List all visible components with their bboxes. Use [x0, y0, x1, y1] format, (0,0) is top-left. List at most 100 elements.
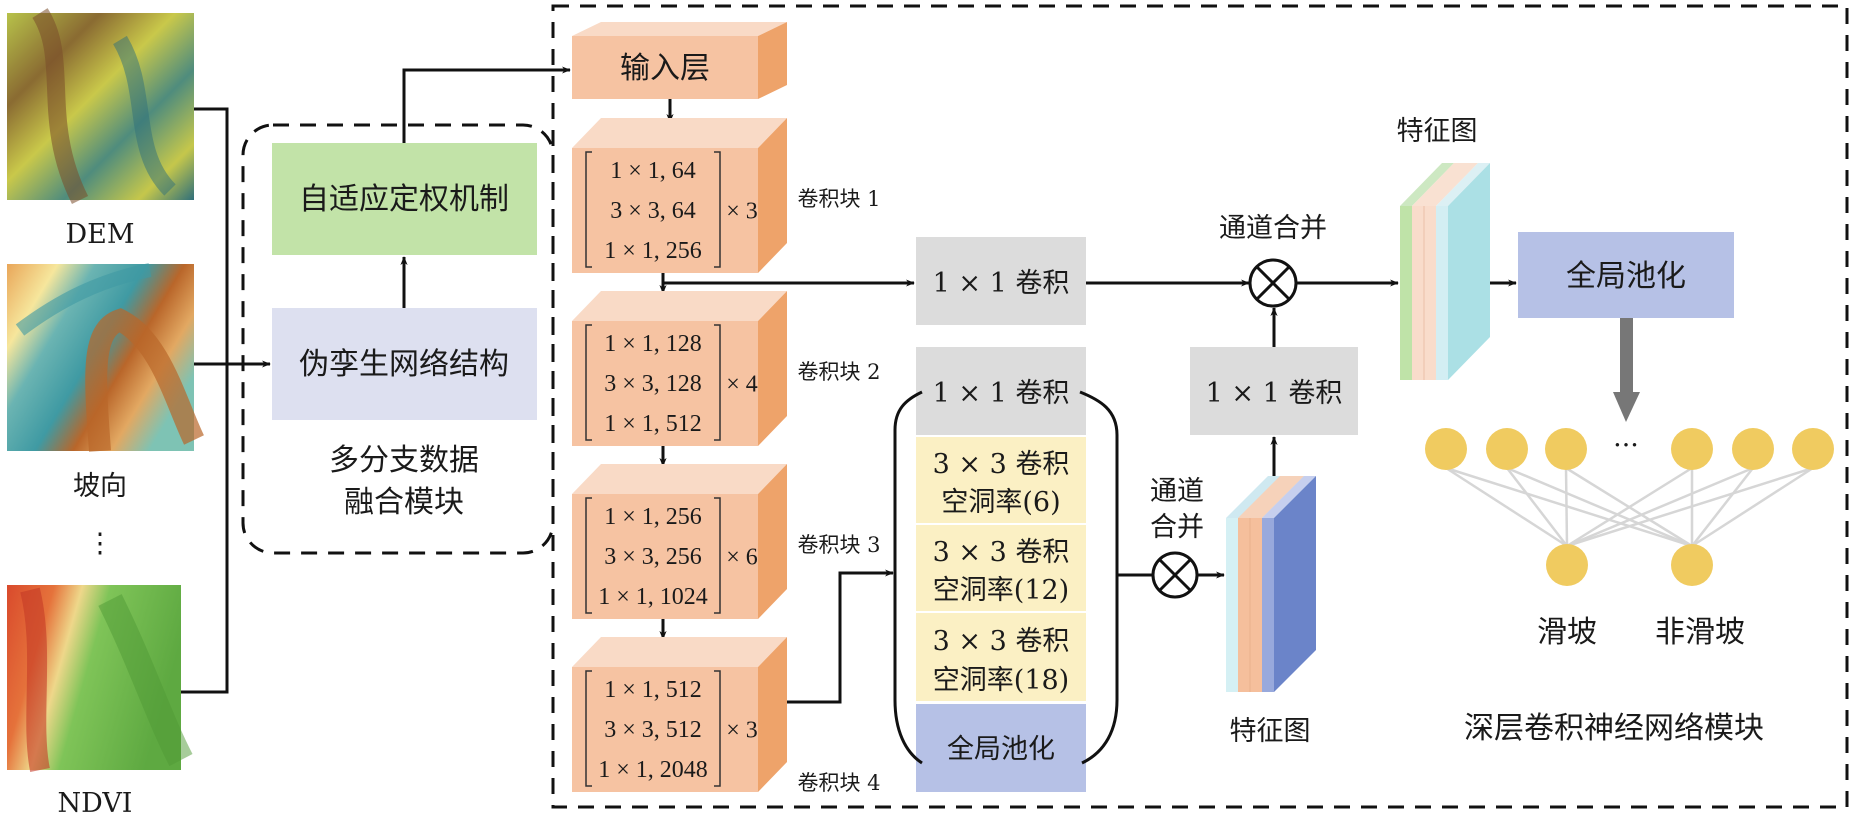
fc-connection: [1564, 467, 1569, 547]
matrix-bracket-left: [585, 497, 592, 614]
matrix-bracket-right: [714, 670, 721, 787]
aspp-atrous-18-box: [916, 613, 1086, 701]
aspp-output-conv-box: [1190, 347, 1358, 435]
classifier: ··· 滑坡 非滑坡 深层卷积神经网络模块: [1425, 428, 1834, 746]
matrix-bracket-left: [585, 151, 592, 268]
fc-connection: [1691, 466, 1814, 548]
down-arrow-icon: [1613, 318, 1640, 422]
input-layer-label: 输入层: [620, 51, 710, 86]
block-row: 1 × 1, 512: [604, 411, 702, 437]
matrix-bracket-left: [585, 670, 592, 787]
input-aspect: 坡向 ⋮: [7, 263, 204, 559]
shortcut-conv-box: [916, 237, 1086, 325]
aspp-stack: 1 × 1 卷积 3 × 3 卷积 空洞率(6) 3 × 3 卷积 空洞率(12…: [893, 347, 1119, 792]
input-connectors: [181, 107, 271, 694]
decoder-global-pool-label: 全局池化: [1566, 259, 1686, 294]
shortcut-conv: 1 × 1 卷积: [916, 237, 1086, 325]
block-row: 3 × 3, 64: [610, 198, 696, 224]
aspp-left-bracket: [893, 390, 923, 765]
block-row: 1 × 1, 1024: [598, 584, 708, 610]
input-dem: DEM: [7, 8, 194, 250]
fc-connection: [1445, 466, 1693, 548]
aspp-atrous-6-line2: 空洞率(6): [941, 487, 1060, 518]
block-label: 卷积块 3: [797, 533, 880, 557]
block-repeat: × 3: [726, 718, 758, 744]
decoder-concat: 通道合并: [1086, 213, 1399, 308]
aspp-feature-map-label: 特征图: [1230, 716, 1311, 747]
block-row: 3 × 3, 256: [604, 544, 702, 570]
input-ndvi: NDVI: [7, 585, 193, 818]
input-layer-block: 输入层: [572, 22, 787, 99]
aspp-atrous-6-box: [916, 437, 1086, 523]
shortcut-conv-label: 1 × 1 卷积: [933, 268, 1070, 299]
aspp-right-bracket: [1079, 390, 1119, 765]
aspp-atrous-18-line1: 3 × 3 卷积: [933, 626, 1070, 657]
adaptive-weighting-box: [272, 143, 537, 255]
block-row: 1 × 1, 64: [610, 158, 696, 184]
fc-connection: [1566, 466, 1814, 548]
decoder-global-pool: 全局池化: [1518, 232, 1734, 318]
aspp-atrous-12-line2: 空洞率(12): [933, 575, 1069, 606]
hidden-neuron: [1545, 428, 1587, 470]
matrix-bracket-left: [585, 324, 592, 441]
deep-cnn-module-title: 深层卷积神经网络模块: [1464, 711, 1764, 746]
hidden-neuron: [1425, 428, 1467, 470]
hidden-neuron: [1671, 428, 1713, 470]
fusion-module-title-2: 融合模块: [344, 485, 464, 520]
fc-connection: [1566, 466, 1754, 548]
pseudo-siamese-label: 伪孪生网络结构: [299, 347, 509, 382]
aspp-concat-label-1: 通道: [1150, 476, 1204, 507]
matrix-bracket-right: [714, 324, 721, 441]
decoder-concat-label: 通道合并: [1219, 213, 1327, 244]
aspp-global-pool-box: [916, 704, 1086, 792]
fc-connection: [1566, 466, 1693, 548]
block-repeat: × 6: [726, 545, 758, 571]
block-repeat: × 3: [726, 199, 758, 225]
aspp-feature-map: 特征图: [1226, 476, 1316, 747]
fc-connection: [1506, 466, 1693, 548]
ndvi-label: NDVI: [58, 788, 133, 818]
decoder-feature-map-label: 特征图: [1397, 116, 1478, 147]
block-row: 1 × 1, 512: [604, 677, 702, 703]
output-label-non-landslide: 非滑坡: [1655, 615, 1745, 650]
decoder-global-pool-box: [1518, 232, 1734, 318]
block-repeat: × 4: [726, 372, 758, 398]
fc-connection: [1691, 467, 1754, 547]
conv-block-1: 1 × 1, 64 3 × 3, 64 1 × 1, 256 × 3 卷积块 1: [572, 118, 881, 273]
deep-cnn-module-border: [551, 4, 1849, 809]
aspp-atrous-12-line1: 3 × 3 卷积: [933, 537, 1070, 568]
hidden-neuron: [1486, 428, 1528, 470]
backbone: 输入层 1 × 1, 64 3 × 3, 64 1 × 1, 256 × 3 卷积块 1…: [572, 22, 881, 795]
block-row: 3 × 3, 512: [604, 717, 702, 743]
aspp-concat-label-2: 合并: [1150, 512, 1204, 543]
aspect-label: 坡向: [73, 471, 127, 502]
fc-connection: [1445, 466, 1568, 548]
block-row: 3 × 3, 128: [604, 371, 702, 397]
aspp-atrous-12-box: [916, 525, 1086, 611]
hidden-neuron: [1732, 428, 1774, 470]
block-row: 1 × 1, 256: [604, 238, 702, 264]
aspp-atrous-6-line1: 3 × 3 卷积: [933, 449, 1070, 480]
aspp-output-conv-label: 1 × 1 卷积: [1206, 378, 1343, 409]
block-label: 卷积块 2: [797, 360, 880, 384]
concat-icon: [1248, 258, 1298, 308]
neuron-ellipsis: ···: [1613, 430, 1639, 461]
fusion-module-border: [241, 123, 555, 555]
aspp-atrous-18-line2: 空洞率(18): [933, 665, 1069, 696]
hidden-neuron: [1792, 428, 1834, 470]
adaptive-weighting-label: 自适应定权机制: [299, 182, 509, 217]
aspp-global-pool-label: 全局池化: [947, 734, 1055, 765]
output-neuron-non-landslide: [1671, 544, 1713, 586]
output-neuron-landslide: [1546, 544, 1588, 586]
aspp-output-conv: 1 × 1 卷积: [1190, 347, 1358, 435]
block-label: 卷积块 1: [797, 187, 880, 211]
dem-thumbnail: [7, 13, 194, 200]
fusion-module-title-1: 多分支数据: [329, 443, 479, 478]
matrix-bracket-right: [714, 497, 721, 614]
aspp-conv1x1-label: 1 × 1 卷积: [933, 378, 1070, 409]
aspp-concat: 通道 合并: [1117, 476, 1225, 599]
